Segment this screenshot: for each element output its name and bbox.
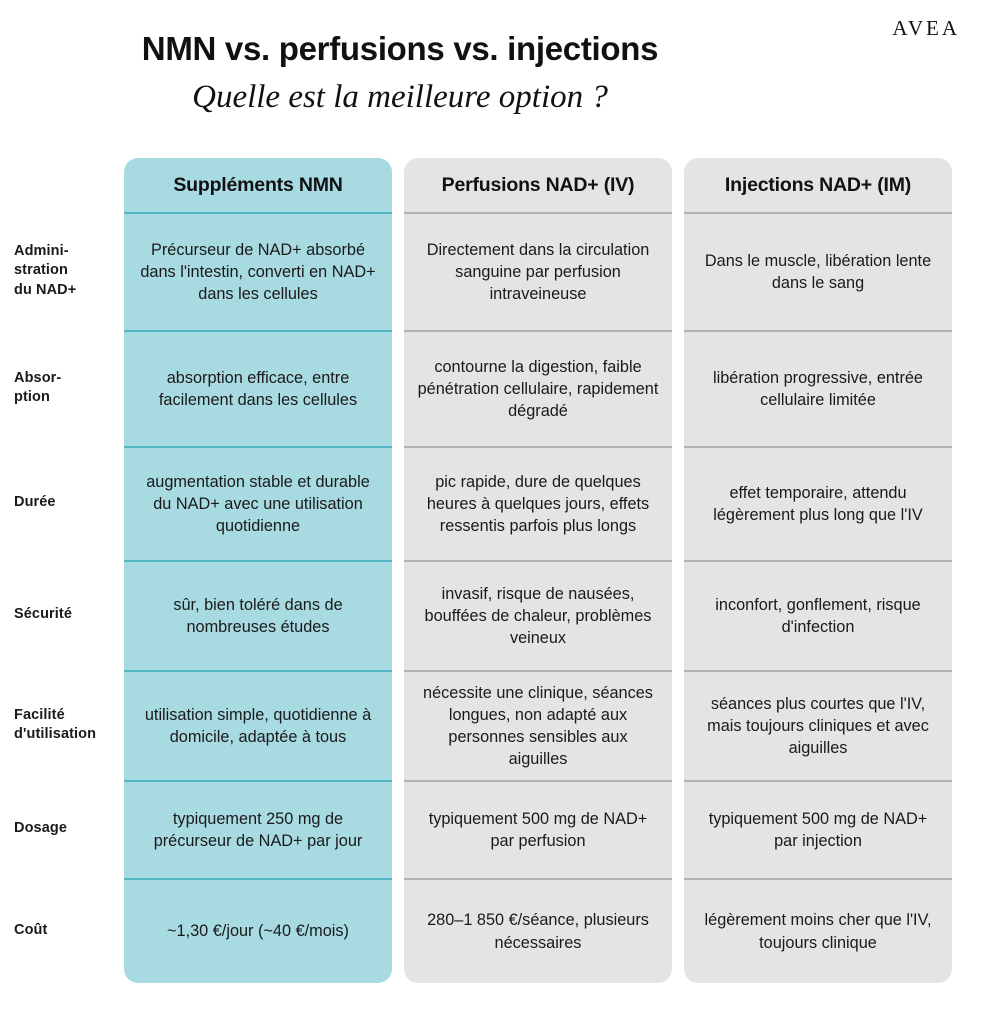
table-cell: utilisation simple, quotidienne à domici…	[124, 670, 392, 780]
table-cell: Précurseur de NAD+ absorbé dans l'intest…	[124, 212, 392, 330]
table-cell: pic rapide, dure de quelques heures à qu…	[404, 446, 672, 560]
column-header: Injections NAD+ (IM)	[724, 173, 912, 196]
table-cell: Dans le muscle, libération lente dans le…	[684, 212, 952, 330]
column-injections-nad-im: Injections NAD+ (IM) Dans le muscle, libé…	[684, 158, 952, 983]
table-cell: Directement dans la circulation sanguine…	[404, 212, 672, 330]
table-cell: typiquement 250 mg de précurseur de NAD+…	[124, 780, 392, 878]
table-cell: inconfort, gonflement, risque d'infectio…	[684, 560, 952, 670]
table-cell-text: effet temporaire, attendu légèrement plu…	[713, 483, 923, 524]
table-cell: contourne la digestion, faible pénétrati…	[404, 330, 672, 446]
table-cell: invasif, risque de nausées, bouffées de …	[404, 560, 672, 670]
table-cell: légèrement moins cher que l'IV, toujours…	[684, 878, 952, 983]
table-cell-text: ~1,30 €/jour (~40 €/mois)	[167, 922, 349, 941]
row-label: Absor-ption	[14, 369, 62, 405]
row-label: Coût	[14, 921, 48, 938]
table-cell-text: Dans le muscle, libération lente dans le…	[704, 251, 932, 292]
brand-logo: AVEA	[892, 18, 960, 39]
column-header: Perfusions NAD+ (IV)	[441, 173, 635, 196]
page-title: NMN vs. perfusions vs. injections	[141, 30, 659, 67]
column-supplements-nmn: Suppléments NMN Précurseur de NAD+ absorb…	[124, 158, 392, 983]
table-cell-text: sûr, bien toléré dans de nombreuses étud…	[173, 595, 343, 636]
page-header: NMN vs. perfusions vs. injections Quelle…	[0, 28, 800, 118]
table-cell-text: Précurseur de NAD+ absorbé dans l'intest…	[140, 240, 376, 304]
table-cell-text: absorption efficace, entre facilement da…	[158, 368, 358, 409]
table-cell-text: invasif, risque de nausées, bouffées de …	[424, 584, 652, 648]
table-cell: nécessite une clinique, séances longues,…	[404, 670, 672, 780]
table-cell-text: légèrement moins cher que l'IV, toujours…	[704, 911, 932, 952]
table-cell-text: 280–1 850 €/séance, plusieurs nécessaire…	[427, 911, 649, 952]
brand-logo-text: AVEA	[892, 16, 960, 40]
table-cell: libération progressive, entrée cellulair…	[684, 330, 952, 446]
table-cell: séances plus courtes que l'IV, mais touj…	[684, 670, 952, 780]
table-cell-text: contourne la digestion, faible pénétrati…	[417, 357, 659, 421]
table-cell: ~1,30 €/jour (~40 €/mois)	[124, 878, 392, 983]
table-cell: 280–1 850 €/séance, plusieurs nécessaire…	[404, 878, 672, 983]
table-cell-text: libération progressive, entrée cellulair…	[713, 368, 923, 409]
table-cell-text: typiquement 250 mg de précurseur de NAD+…	[153, 809, 363, 850]
table-cell: typiquement 500 mg de NAD+ par injection	[684, 780, 952, 878]
page-subtitle: Quelle est la meilleure option ?	[192, 79, 608, 116]
row-label: Sécurité	[14, 606, 73, 623]
table-cell: sûr, bien toléré dans de nombreuses étud…	[124, 560, 392, 670]
column-header: Suppléments NMN	[173, 173, 343, 196]
row-label: Durée	[14, 494, 56, 511]
table-cell-text: pic rapide, dure de quelques heures à qu…	[426, 472, 650, 536]
column-perfusions-nad-iv: Perfusions NAD+ (IV) Directement dans la …	[404, 158, 672, 983]
table-cell: absorption efficace, entre facilement da…	[124, 330, 392, 446]
table-cell: typiquement 500 mg de NAD+ par perfusion	[404, 780, 672, 878]
table-cell: augmentation stable et durable du NAD+ a…	[124, 446, 392, 560]
row-label: Dosage	[14, 820, 67, 837]
table-cell-text: Directement dans la circulation sanguine…	[426, 240, 650, 304]
table-cell-text: typiquement 500 mg de NAD+ par perfusion	[428, 809, 648, 850]
table-cell-text: utilisation simple, quotidienne à domici…	[144, 705, 372, 746]
table-cell-text: nécessite une clinique, séances longues,…	[423, 683, 653, 769]
table-cell-text: augmentation stable et durable du NAD+ a…	[146, 472, 370, 536]
table-cell-text: séances plus courtes que l'IV, mais touj…	[707, 694, 929, 758]
table-cell-text: inconfort, gonflement, risque d'infectio…	[715, 595, 921, 636]
table-cell-text: typiquement 500 mg de NAD+ par injection	[708, 809, 928, 850]
table-cell: effet temporaire, attendu légèrement plu…	[684, 446, 952, 560]
